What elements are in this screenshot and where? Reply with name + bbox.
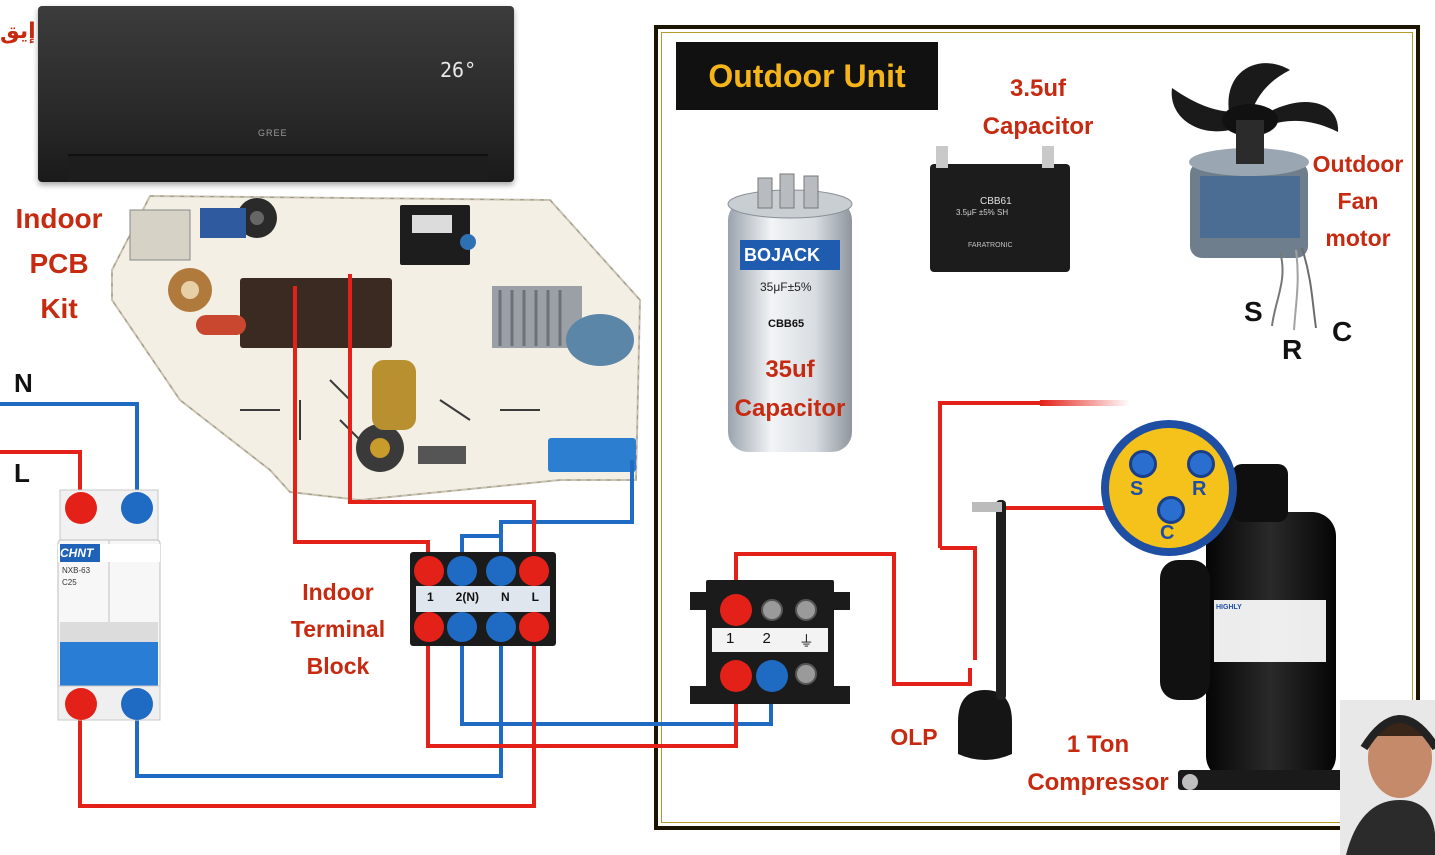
indoor-terminal-2-top bbox=[447, 556, 477, 586]
compressor-label: 1 Ton Compressor bbox=[1022, 726, 1174, 802]
compressor-label-line1: 1 Ton bbox=[1066, 731, 1130, 758]
olp-label: OLP bbox=[890, 724, 938, 750]
indoor-terminal-l-bottom bbox=[519, 612, 549, 642]
cap-small-spec: 3.5μF ±5% SH bbox=[956, 208, 1009, 217]
cap-big-value: 35μF±5% bbox=[760, 280, 812, 294]
breaker-terminal-n-top bbox=[121, 492, 153, 524]
fan-wire-c-label: C bbox=[1332, 316, 1353, 347]
outdoor-unit-title: Outdoor Unit bbox=[676, 42, 938, 110]
cap-big-label-line1: 35uf bbox=[765, 356, 815, 383]
live-line-label: L bbox=[14, 458, 30, 488]
ac-vent bbox=[68, 154, 488, 182]
outdoor-fan-motor bbox=[1171, 63, 1339, 331]
indoor-ac-unit: 26° GREE bbox=[38, 6, 514, 182]
indoor-terminal-1-bottom bbox=[414, 612, 444, 642]
cap-big-model: CBB65 bbox=[768, 318, 805, 330]
presenter-avatar bbox=[1340, 700, 1435, 855]
cap-small-label: 3.5uf Capacitor bbox=[968, 70, 1108, 146]
breaker-terminal-n-bottom bbox=[121, 688, 153, 720]
neutral-line-label: N bbox=[14, 368, 33, 398]
indoor-terminal-label-line3: Block bbox=[306, 653, 370, 679]
fan-capacitor-3-5uf bbox=[930, 146, 1070, 272]
outdoor-terminal-1-bottom bbox=[720, 660, 752, 692]
cap-big-label: 35uf Capacitor bbox=[722, 350, 858, 428]
comp-terminal-r-dot bbox=[1187, 450, 1215, 478]
outdoor-unit-frame bbox=[654, 25, 1420, 830]
comp-terminal-s-dot bbox=[1129, 450, 1157, 478]
fan-motor-label-line3: motor bbox=[1325, 225, 1391, 251]
indoor-term-l: L bbox=[531, 590, 539, 604]
fan-motor-label-line1: Outdoor bbox=[1312, 151, 1404, 177]
indoor-pcb-label-line1: Indoor bbox=[15, 203, 103, 234]
indoor-terminal-n-bottom bbox=[486, 612, 516, 642]
indoor-terminal-1-top bbox=[414, 556, 444, 586]
corner-logo-text: إيق bbox=[0, 18, 36, 43]
indoor-pcb-board bbox=[111, 194, 642, 502]
indoor-terminal-label: Indoor Terminal Block bbox=[276, 574, 400, 685]
indoor-terminal-2-bottom bbox=[447, 612, 477, 642]
cap-small-label-line1: 3.5uf bbox=[1009, 75, 1066, 102]
breaker-terminal-l-bottom bbox=[65, 688, 97, 720]
circuit-breaker bbox=[57, 489, 161, 721]
comp-terminal-r-label: R bbox=[1192, 478, 1207, 500]
indoor-terminal-label-line2: Terminal bbox=[290, 616, 386, 642]
indoor-pcb-label: Indoor PCB Kit bbox=[4, 196, 114, 331]
outdoor-terminal-labels: 1 2 ⏚ bbox=[712, 630, 828, 650]
cap-small-maker: FARATRONIC bbox=[968, 242, 1013, 249]
compressor-brand: HIGHLY bbox=[1216, 604, 1242, 611]
cap-big-brand: BOJACK bbox=[744, 245, 821, 265]
live-wires bbox=[0, 274, 1168, 808]
indoor-term-n: N bbox=[500, 590, 510, 604]
outdoor-term-2: 2 bbox=[762, 630, 771, 647]
indoor-terminal-label-line1: Indoor bbox=[302, 579, 374, 605]
fan-motor-label-line2: Fan bbox=[1337, 188, 1379, 214]
indoor-terminal-l-top bbox=[519, 556, 549, 586]
outdoor-terminal-1-top bbox=[720, 594, 752, 626]
fan-wire-r-label: R bbox=[1282, 334, 1303, 365]
comp-terminal-s-label: S bbox=[1130, 478, 1144, 500]
outdoor-term-1: 1 bbox=[726, 630, 735, 647]
indoor-terminal-n-top bbox=[486, 556, 516, 586]
breaker-rating: C25 bbox=[62, 578, 77, 587]
fan-motor-label: Outdoor Fan motor bbox=[1300, 146, 1416, 257]
cap-small-model: CBB61 bbox=[980, 196, 1012, 207]
overload-protector bbox=[958, 500, 1012, 760]
breaker-model: NXB-63 bbox=[62, 566, 91, 575]
ac-brand-logo: GREE bbox=[258, 128, 288, 138]
comp-terminal-c-label: C bbox=[1160, 522, 1175, 544]
indoor-terminal-labels: 1 2(N) N L bbox=[416, 590, 550, 610]
breaker-terminal-l-top bbox=[65, 492, 97, 524]
breaker-brand: CHNT bbox=[60, 546, 94, 560]
indoor-pcb-label-line3: Kit bbox=[40, 293, 78, 324]
compressor-label-line2: Compressor bbox=[1027, 769, 1169, 796]
comp-terminal-c-dot bbox=[1157, 496, 1185, 524]
cap-big-label-line2: Capacitor bbox=[734, 395, 846, 422]
indoor-pcb-label-line2: PCB bbox=[29, 248, 89, 279]
fan-wire-s-label: S bbox=[1244, 296, 1263, 327]
indoor-term-2n: 2(N) bbox=[455, 590, 479, 604]
outdoor-terminal-2-bottom bbox=[756, 660, 788, 692]
earth-icon: ⏚ bbox=[798, 633, 814, 650]
ac-display: 26° bbox=[440, 58, 477, 82]
indoor-term-1: 1 bbox=[426, 590, 434, 604]
cap-small-label-line2: Capacitor bbox=[982, 113, 1094, 140]
run-capacitor-35uf bbox=[727, 173, 853, 452]
